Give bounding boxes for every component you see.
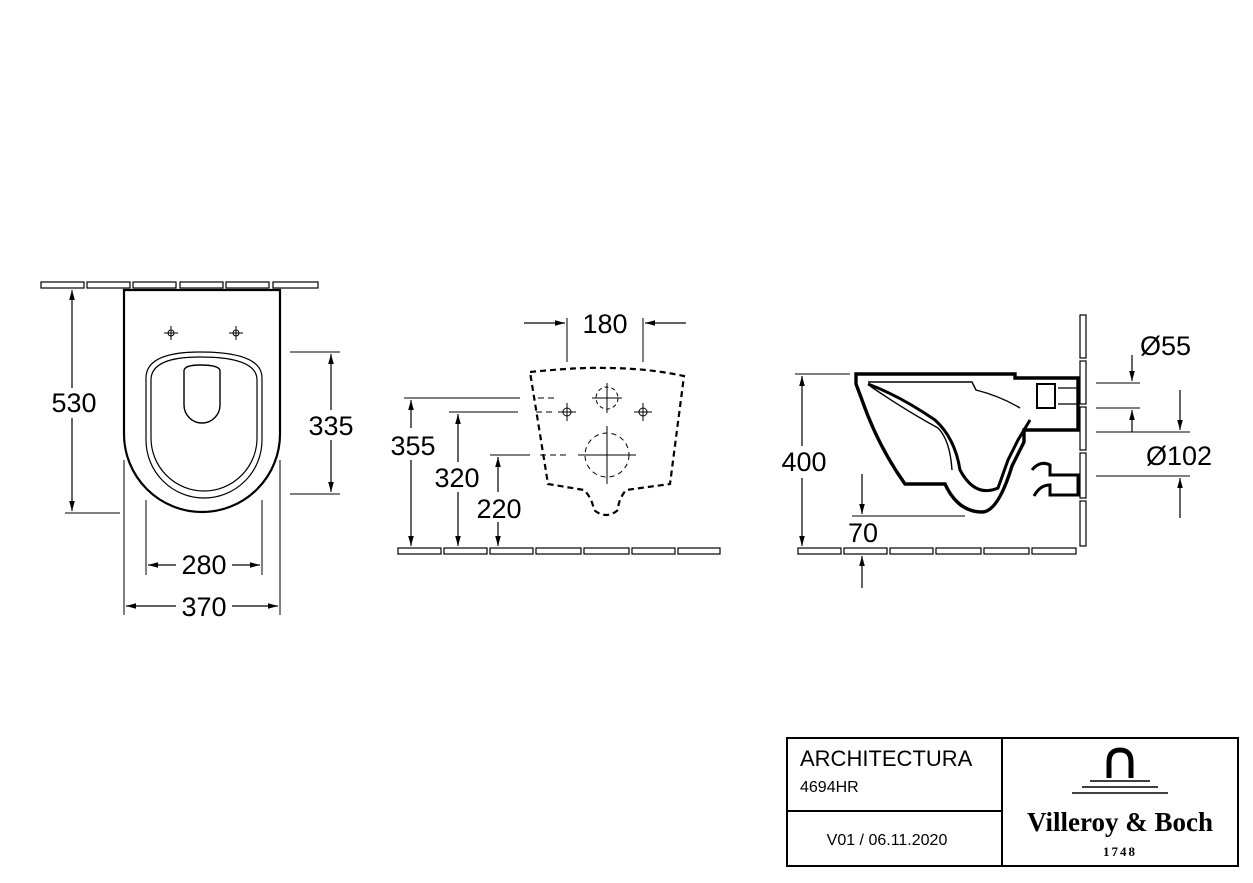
fixing-holes-rear: [558, 383, 652, 484]
toilet-bowl-inside: [869, 385, 953, 471]
inlet-connector: [1036, 383, 1056, 409]
dim-inner-width: 280: [181, 550, 226, 580]
title-block: [786, 737, 1239, 867]
wall-top-view: [40, 281, 319, 289]
outlet-horn: [1030, 461, 1080, 497]
dim-height-355: 355: [390, 431, 435, 461]
product-code: 4694HR: [800, 779, 859, 796]
dim-side-height: 400: [781, 447, 826, 477]
wall-side-view: [1079, 314, 1087, 547]
top-view: [40, 281, 340, 615]
side-view: [795, 314, 1190, 588]
rear-outline-dashed: [528, 366, 686, 517]
dim-outlet-diameter: Ø102: [1146, 441, 1212, 471]
floor-side-view: [797, 547, 1077, 555]
dim-top-height: 530: [51, 388, 96, 418]
bowl-rim-inner: [150, 356, 258, 492]
dim-height-220: 220: [476, 494, 521, 524]
brand-year: 1748: [1103, 844, 1137, 859]
bowl-rim-outer: [145, 351, 263, 499]
toilet-profile-inner: [867, 382, 1032, 493]
dim-outer-width: 370: [181, 592, 226, 622]
toilet-outline-top: [122, 288, 282, 514]
fixing-holes-top: [164, 326, 243, 340]
dim-outlet-height: 70: [848, 518, 878, 548]
brand-name: Villeroy & Boch: [1027, 807, 1213, 837]
rim-line: [868, 381, 1021, 409]
brand-logo-icon: [1072, 747, 1168, 794]
dim-fixing-spacing: 180: [582, 309, 627, 339]
dim-height-320: 320: [434, 463, 479, 493]
dim-bowl-depth: 335: [308, 411, 353, 441]
product-name: ARCHITECTURA: [800, 746, 973, 771]
version-date: V01 / 06.11.2020: [827, 832, 948, 849]
toilet-profile-outer: [854, 372, 1080, 514]
dim-inlet-diameter: Ø55: [1140, 331, 1191, 361]
rear-view: [397, 318, 721, 555]
bowl-opening: [183, 364, 221, 424]
floor-rear-view: [397, 547, 721, 555]
